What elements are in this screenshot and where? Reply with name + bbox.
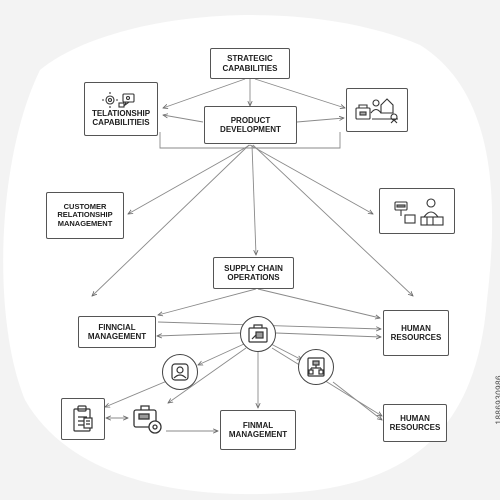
edge-org-hr2 <box>332 381 382 420</box>
team-presentation-icon <box>394 198 444 226</box>
org-circle <box>298 349 334 385</box>
edge-product-lower-right <box>252 144 413 296</box>
edge-supply-hr1 <box>257 288 380 318</box>
toolbox-icon <box>248 324 268 343</box>
node-team-presentation <box>379 188 455 234</box>
edge-product-team <box>249 144 373 214</box>
edge-strategic-organization <box>254 78 345 108</box>
node-product-development: PRODUCT DEVELOPMENT <box>204 106 297 144</box>
node-label: SUPPLY CHAIN OPERATIONS <box>224 263 283 282</box>
node-label: CUSTOMER RELATIONSHIP MANAGEMENT <box>57 201 113 228</box>
node-finmal-management: FINMAL MANAGEMENT <box>220 410 296 450</box>
briefcase-gear-icon <box>133 405 162 434</box>
node-customer-relationship-management: CUSTOMER RELATIONSHIP MANAGEMENT <box>46 192 124 239</box>
edge-hub-org <box>270 343 302 360</box>
node-human-resources-1: HUMAN RESOURCES <box>383 310 449 356</box>
edge-hub-financial <box>157 332 241 336</box>
node-organization <box>346 88 408 132</box>
stock-id-text: 1886930986 <box>494 375 500 425</box>
node-financial-management: FINNCIAL MANAGEMENT <box>78 316 156 348</box>
edge-bracket <box>159 132 341 149</box>
edge-product-crm <box>128 144 251 214</box>
edge-product-organization <box>296 118 344 123</box>
node-label: PRODUCT DEVELOPMENT <box>220 115 281 134</box>
edge-product-supply <box>251 144 256 255</box>
user-circle <box>162 354 198 390</box>
node-label: FINNCIAL MANAGEMENT <box>87 322 147 341</box>
hub-circle <box>240 316 276 352</box>
edge-product-lower-left <box>92 144 250 296</box>
edge-hub-user <box>198 343 245 365</box>
node-strategic-capabilities: STRATEGIC CAPABILITIES <box>210 48 290 79</box>
edge-hub-briefcase <box>168 347 247 403</box>
node-relationship-capabilities: TELATIONSHIP CAPABILITIEIS <box>84 82 158 136</box>
edge-hub-hr1 <box>275 332 381 337</box>
edge-supply-financial <box>158 288 257 315</box>
user-target-icon <box>171 363 189 381</box>
org-chart-icon <box>307 357 325 377</box>
node-label: TELATIONSHIP CAPABILITIEIS <box>91 108 151 127</box>
node-label: STRATEGIC CAPABILITIES <box>222 54 278 73</box>
edge-user-clipboard <box>105 380 168 407</box>
node-label: FINMAL MANAGEMENT <box>228 420 288 439</box>
edge-strategic-relationship <box>163 78 246 108</box>
edge-product-relationship <box>163 115 204 123</box>
node-supply-chain-operations: SUPPLY CHAIN OPERATIONS <box>213 257 294 289</box>
node-clipboard <box>61 398 105 440</box>
gear-chat-icon <box>101 91 135 108</box>
clipboard-icon <box>73 405 93 432</box>
node-label: HUMAN RESOURCES <box>390 323 442 342</box>
briefcase-symbol <box>129 400 167 438</box>
node-human-resources-2: HUMAN RESOURCES <box>383 404 447 442</box>
edge-hub-hr2 <box>271 347 382 416</box>
organization-icon <box>355 98 398 124</box>
node-label: HUMAN RESOURCES <box>389 413 441 432</box>
